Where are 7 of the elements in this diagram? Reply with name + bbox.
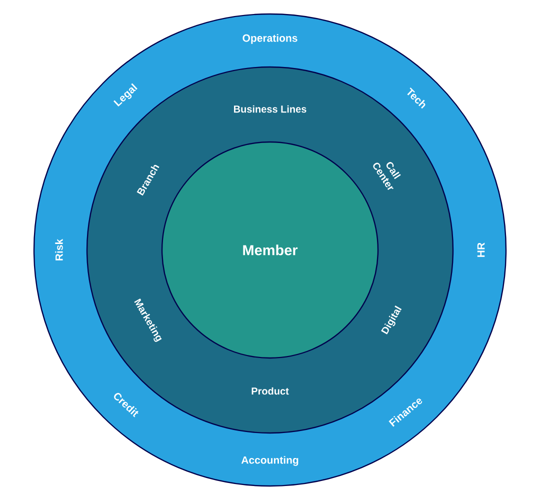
ring-label: Operations [242,34,298,44]
ring-label: Accounting [241,456,298,466]
ring-label: Business Lines [234,105,306,113]
ring-label: Risk [55,238,63,260]
ring-label: Member [243,244,298,256]
ring-label: HR [477,242,485,257]
ring-label: Product [252,387,289,395]
